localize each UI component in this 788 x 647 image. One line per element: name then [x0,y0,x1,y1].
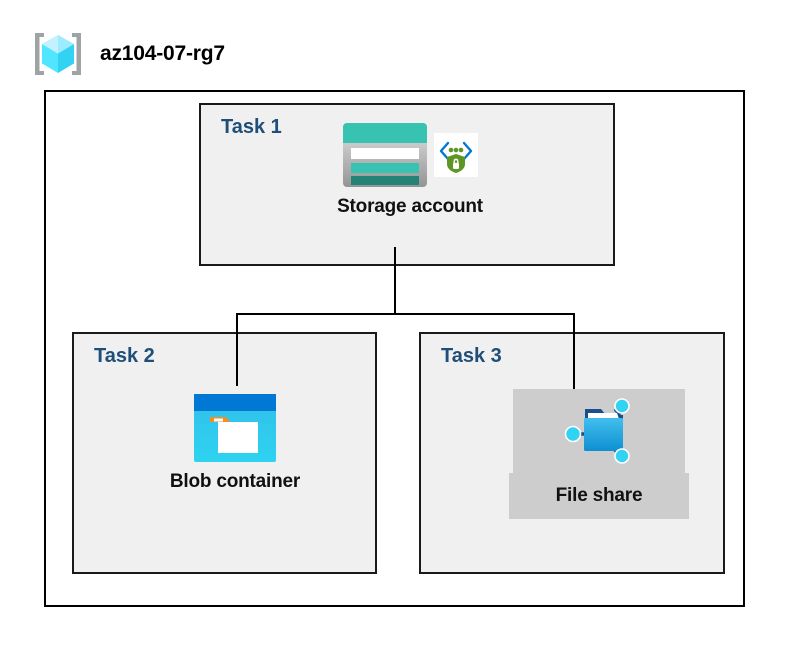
resource-group-title: az104-07-rg7 [100,42,225,65]
storage-account-caption: Storage account [337,196,483,217]
blob-container-caption: Blob container [169,471,301,492]
connector-horizontal-bus [236,313,575,315]
connector-branch-file-share [573,313,575,393]
file-share-caption: File share [509,473,689,519]
node-blob-container[interactable]: Blob container [155,393,315,493]
task-1-label: Task 1 [221,116,282,138]
blob-container-icon [193,393,277,463]
storage-account-icon [342,122,428,188]
task-2-label: Task 2 [94,345,155,367]
task-3-label: Task 3 [441,345,502,367]
blob-container-icon-group [193,393,277,463]
file-share-icon [557,393,641,465]
resource-group-cube-icon [30,26,86,82]
node-storage-account[interactable]: Storage account [330,122,490,218]
resource-group-header: az104-07-rg7 [30,26,225,82]
secure-api-shield-icon [434,133,478,177]
node-file-share[interactable]: File share [509,389,689,519]
storage-account-icon-group [342,122,478,188]
connector-branch-blob-container [236,313,238,386]
connector-trunk-vertical [394,247,396,314]
file-share-icon-group [513,389,685,473]
